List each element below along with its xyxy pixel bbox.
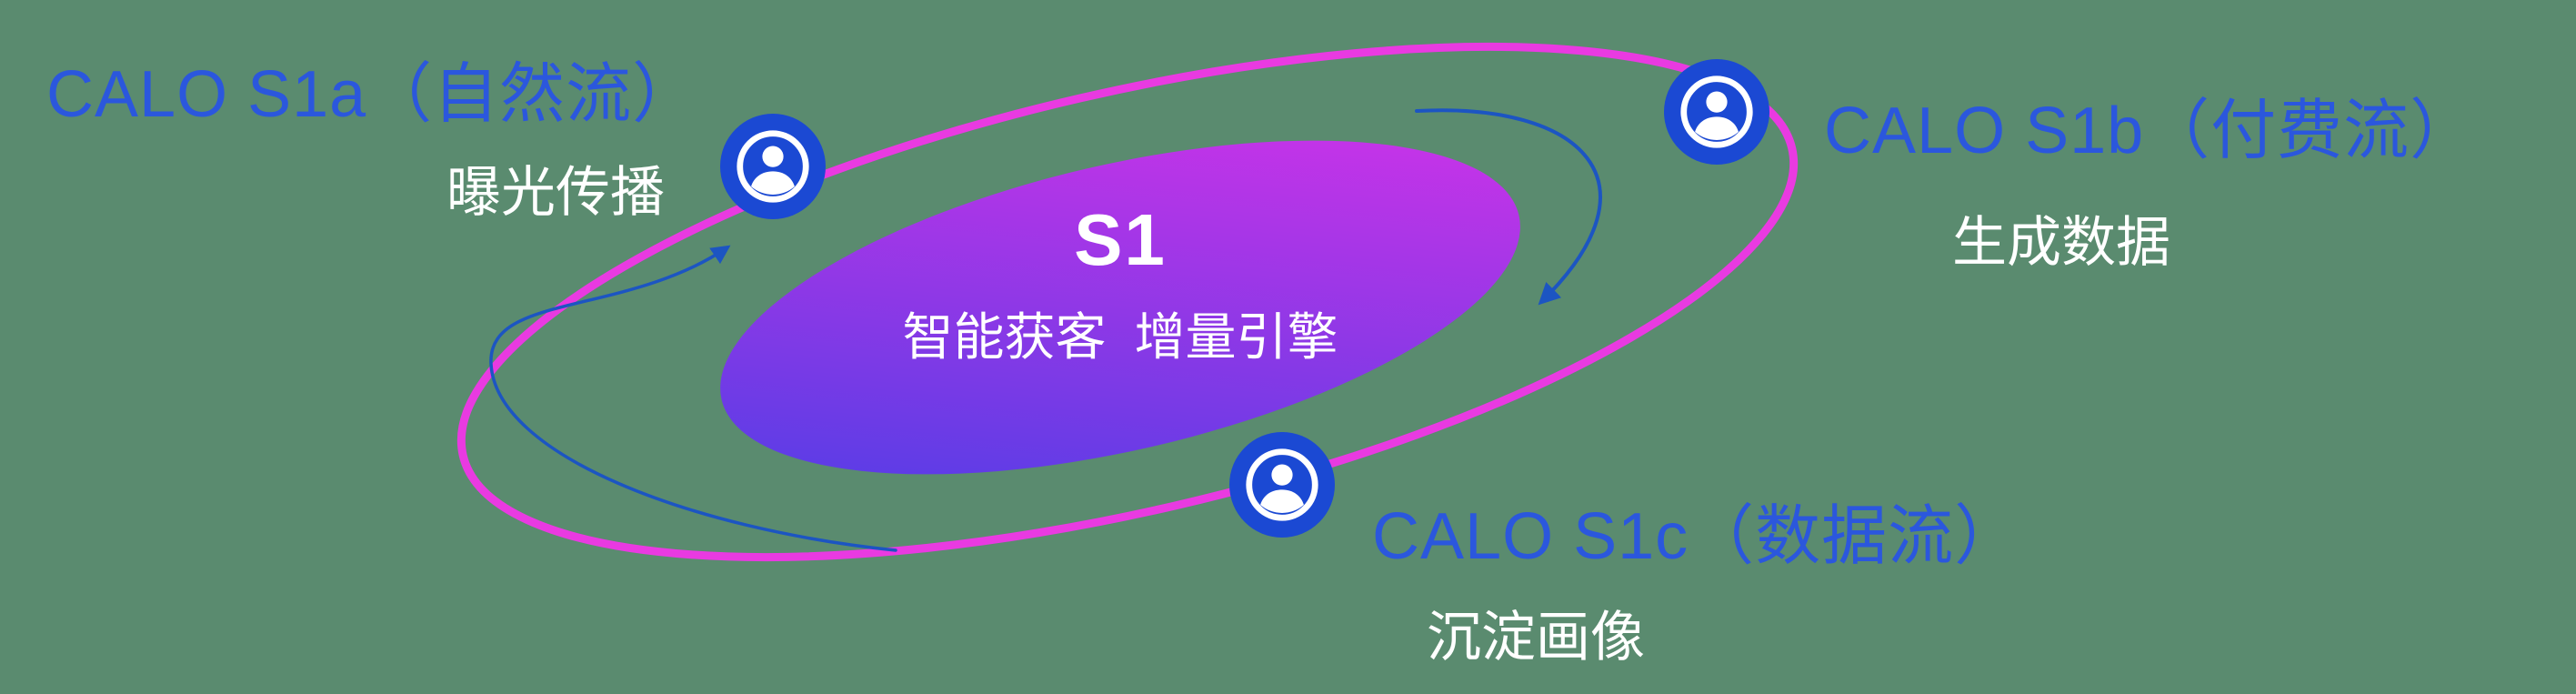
core-subtitle: 智能获客 增量引擎 xyxy=(902,308,1338,366)
node-s1c xyxy=(1229,432,1335,538)
user-icon xyxy=(737,130,809,203)
core-title: S1 xyxy=(1074,199,1167,280)
core-text: S1 智能获客 增量引擎 xyxy=(902,198,1338,370)
core-ellipse xyxy=(720,140,1520,475)
user-icon xyxy=(1246,448,1318,521)
node-s1a xyxy=(720,114,826,219)
label-s1b: CALO S1b（付费流） xyxy=(1824,95,2477,167)
flow-arrow-top-right-icon xyxy=(1415,108,1602,306)
node-s1b xyxy=(1664,59,1769,165)
sublabel-s1b: 生成数据 xyxy=(1952,212,2170,273)
sublabel-s1c: 沉淀画像 xyxy=(1427,607,1645,668)
orbit-ring xyxy=(456,42,1799,562)
user-icon xyxy=(1680,75,1753,148)
sublabel-s1a: 曝光传播 xyxy=(446,162,665,223)
flow-arrow-left-icon xyxy=(489,245,897,552)
label-s1a: CALO S1a（自然流） xyxy=(46,58,699,131)
label-s1c: CALO S1c（数据流） xyxy=(1372,500,2021,573)
